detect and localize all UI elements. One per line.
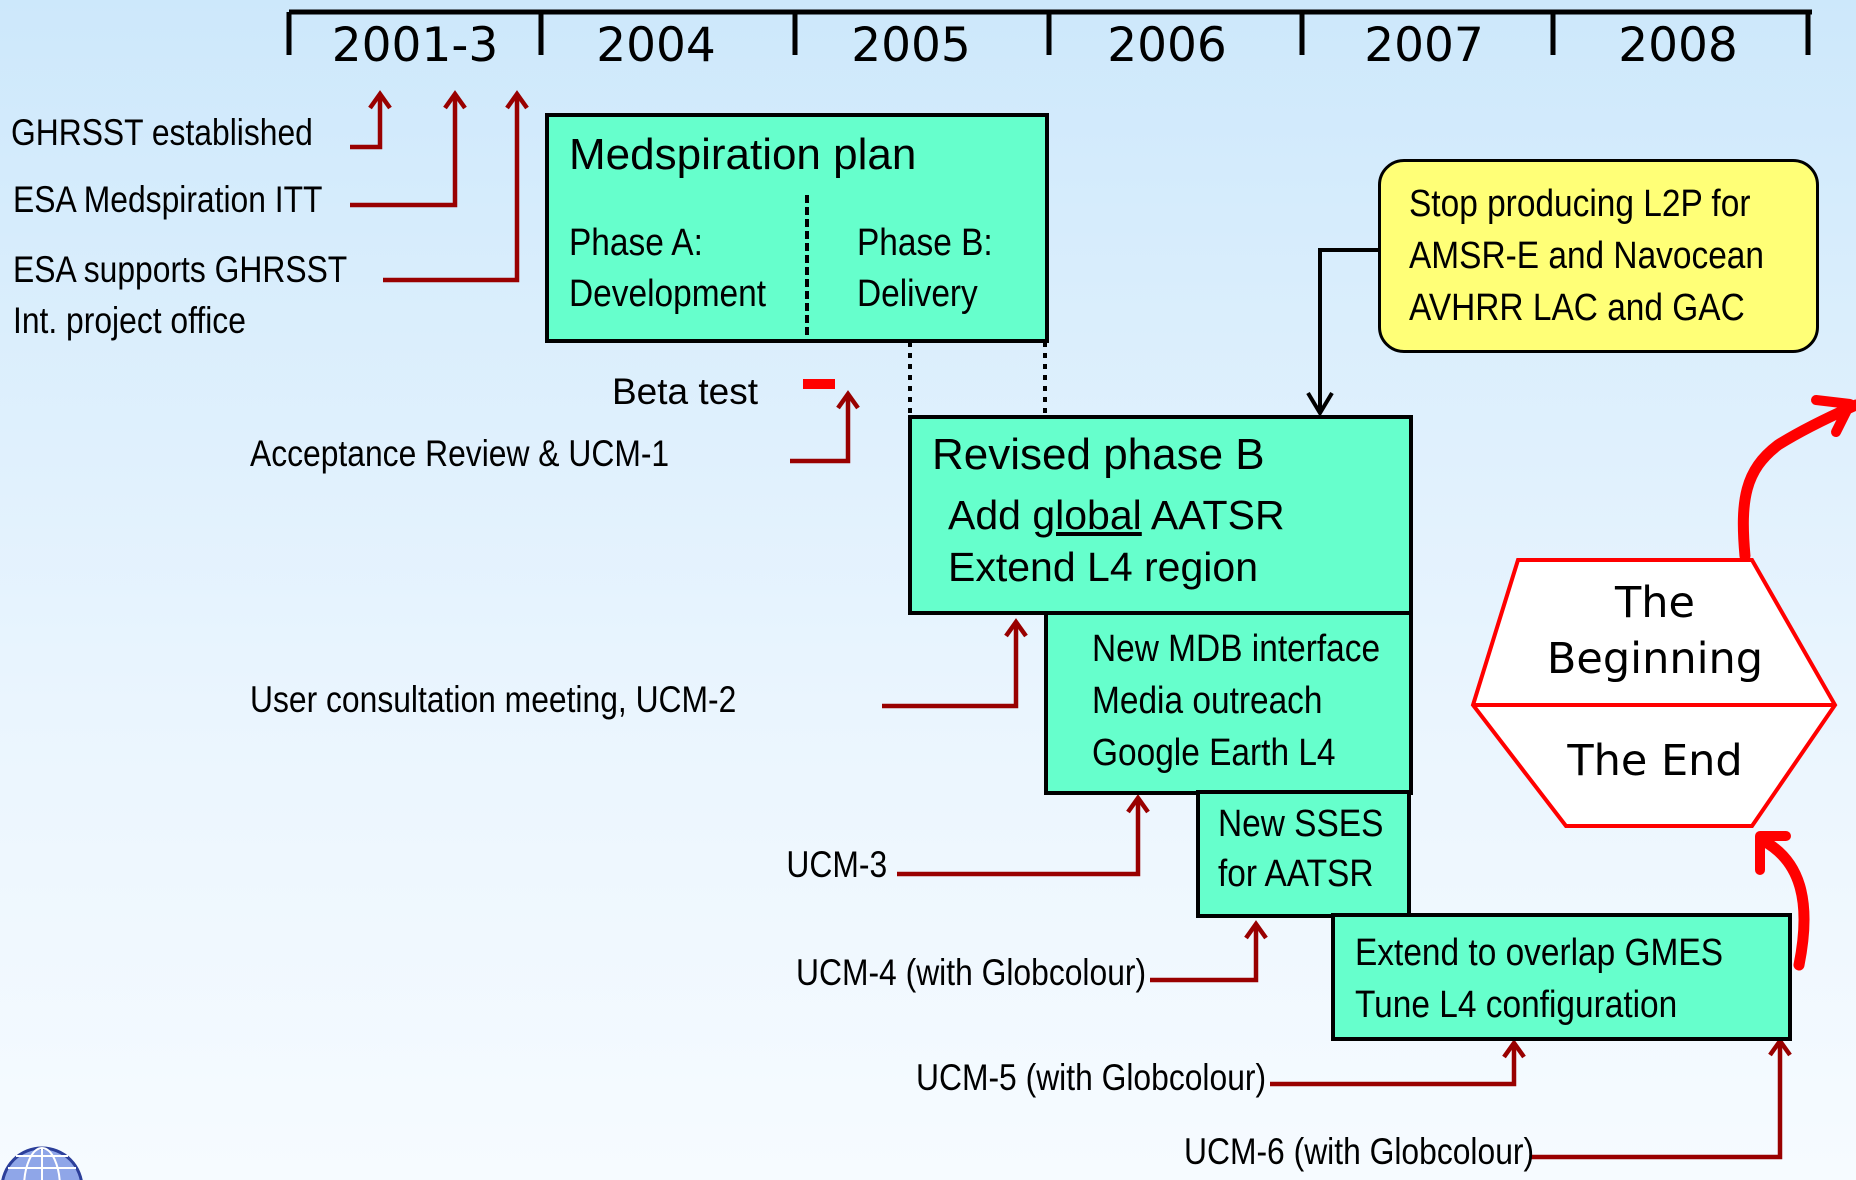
callout-connector bbox=[1306, 248, 1380, 417]
arrow-acceptance bbox=[790, 396, 851, 464]
tune-l4-configuration: Tune L4 configuration bbox=[1355, 984, 1678, 1026]
timeline-axis bbox=[286, 9, 1812, 55]
new-sses: New SSES bbox=[1218, 803, 1384, 845]
revised-phase-b-box: Revised phase B Add global AATSR Extend … bbox=[908, 415, 1413, 615]
media-outreach: Media outreach bbox=[1092, 680, 1323, 722]
sses-box: New SSES for AATSR bbox=[1196, 790, 1411, 918]
int-project-office-label: Int. project office bbox=[13, 300, 246, 341]
ucm3-label: UCM-3 bbox=[786, 844, 887, 885]
stop-line-1: Stop producing L2P for bbox=[1409, 183, 1751, 225]
arrow-ucm4 bbox=[1150, 926, 1259, 983]
arrow-esa-supports bbox=[383, 96, 520, 283]
year-2001-3: 2001-3 bbox=[331, 18, 499, 73]
phase-b-guides bbox=[908, 342, 1047, 416]
stop-line-2: AMSR-E and Navocean bbox=[1409, 235, 1765, 277]
for-aatsr: for AATSR bbox=[1218, 853, 1374, 895]
ucm4-label: UCM-4 (with Globcolour) bbox=[795, 952, 1146, 993]
phase-a-label: Phase A: bbox=[569, 222, 703, 264]
aatsr-suffix: AATSR bbox=[1141, 492, 1285, 538]
arrowheads bbox=[368, 90, 1792, 1059]
extend-to-overlap-gmes: Extend to overlap GMES bbox=[1355, 932, 1724, 974]
medspiration-plan-box: Medspiration plan Phase A: Development P… bbox=[545, 113, 1049, 343]
year-2004: 2004 bbox=[596, 18, 716, 73]
phase-b-label: Phase B: bbox=[857, 222, 993, 264]
phase-b-delivery: Delivery bbox=[857, 273, 978, 315]
mdb-box: New MDB interface Media outreach Google … bbox=[1044, 611, 1413, 795]
add-prefix: Add bbox=[948, 492, 1033, 538]
phase-a-development: Development bbox=[569, 273, 767, 315]
arrow-ucm2 bbox=[882, 624, 1019, 709]
extend-l4-region: Extend L4 region bbox=[948, 544, 1259, 590]
milestone-arrows bbox=[350, 96, 1783, 1160]
beta-test-label: Beta test bbox=[612, 371, 759, 412]
year-2005: 2005 bbox=[851, 18, 971, 73]
esa-itt-label: ESA Medspiration ITT bbox=[13, 179, 323, 220]
arrow-esa-itt bbox=[350, 96, 458, 208]
ucm2-label: User consultation meeting, UCM-2 bbox=[250, 679, 737, 720]
phase-divider bbox=[805, 195, 809, 335]
hexagon-beginning: Beginning bbox=[1546, 634, 1764, 684]
year-2007: 2007 bbox=[1364, 18, 1484, 73]
arrow-ucm3 bbox=[897, 800, 1141, 877]
year-2008: 2008 bbox=[1618, 18, 1738, 73]
ucm5-label: UCM-5 (with Globcolour) bbox=[915, 1057, 1266, 1098]
stop-line-3: AVHRR LAC and GAC bbox=[1409, 287, 1745, 329]
cycle-arrow bbox=[1737, 395, 1856, 971]
add-global-aatsr: Add global AATSR bbox=[948, 491, 1285, 540]
arrow-ucm5 bbox=[1270, 1045, 1517, 1087]
google-earth-l4: Google Earth L4 bbox=[1092, 732, 1336, 774]
acceptance-review-label: Acceptance Review & UCM-1 bbox=[250, 433, 670, 474]
extend-overlap-box: Extend to overlap GMES Tune L4 configura… bbox=[1331, 913, 1792, 1041]
beginning-end-hexagon bbox=[1470, 558, 1838, 828]
hexagon-the-end: The End bbox=[1567, 736, 1743, 786]
medspiration-plan-title: Medspiration plan bbox=[569, 130, 917, 179]
esa-supports-label: ESA supports GHRSST bbox=[13, 249, 348, 290]
hexagon-the: The bbox=[1615, 578, 1695, 628]
global-word: global bbox=[1032, 492, 1142, 538]
new-mdb-interface: New MDB interface bbox=[1092, 628, 1381, 670]
beta-test-marker bbox=[803, 379, 835, 389]
ucm6-label: UCM-6 (with Globcolour) bbox=[1183, 1131, 1534, 1172]
year-2006: 2006 bbox=[1107, 18, 1227, 73]
ghrsst-established-label: GHRSST established bbox=[11, 112, 313, 153]
revised-phase-b-title: Revised phase B bbox=[932, 430, 1265, 479]
globe-logo-icon bbox=[1, 1146, 83, 1180]
arrow-ucm6 bbox=[1530, 1043, 1783, 1160]
stop-producing-callout: Stop producing L2P for AMSR-E and Navoce… bbox=[1378, 159, 1819, 353]
arrow-ghrsst bbox=[350, 96, 383, 150]
